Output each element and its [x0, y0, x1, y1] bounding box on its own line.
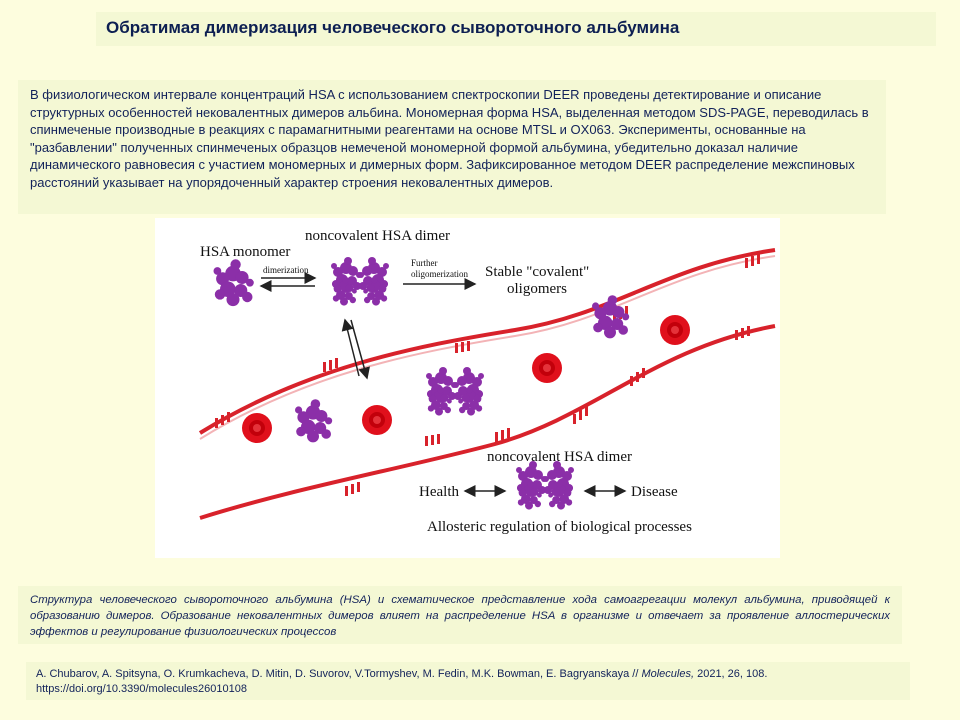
label-allosteric: Allosteric regulation of biological proc… — [427, 519, 692, 535]
page-title: Обратимая димеризация человеческого сыво… — [96, 12, 936, 46]
red-blood-cell-icon — [242, 413, 272, 443]
reference-doi[interactable]: https://doi.org/10.3390/molecules2601010… — [36, 683, 247, 695]
dimer-up-arrow — [341, 318, 360, 377]
reference: A. Chubarov, A. Spitsyna, O. Krumkacheva… — [26, 662, 910, 700]
abstract-text: В физиологическом интервале концентраций… — [18, 80, 886, 214]
schematic-figure: HSA monomer noncovalent HSA dimer dimeri… — [155, 218, 780, 558]
protein-monomer-icon — [295, 399, 333, 443]
protein-dimer-icon — [426, 367, 484, 416]
reference-journal: Molecules, — [641, 668, 695, 680]
reference-details: 2021, 26, 108. — [694, 668, 768, 680]
protein-dimer-icon — [516, 461, 574, 510]
dimer-down-arrow — [350, 319, 370, 380]
label-stable: Stable "covalent" — [485, 264, 589, 280]
label-dimerization: dimerization — [263, 265, 309, 275]
label-monomer: HSA monomer — [200, 244, 290, 260]
label-oligomerization: oligomerization — [411, 269, 468, 279]
label-dimer-top: noncovalent HSA dimer — [305, 228, 450, 244]
label-disease: Disease — [631, 484, 678, 500]
label-dimer-bottom: noncovalent HSA dimer — [487, 449, 632, 465]
reference-authors: A. Chubarov, A. Spitsyna, O. Krumkacheva… — [36, 668, 630, 680]
vessel-wall-lower-icon — [199, 324, 776, 520]
vessel-wall-upper-icon — [198, 248, 776, 440]
red-blood-cell-icon — [362, 405, 392, 435]
reference-separator: // — [629, 668, 642, 680]
label-health: Health — [419, 484, 459, 500]
protein-dimer-icon — [331, 257, 389, 306]
label-oligomers: oligomers — [507, 281, 567, 297]
label-further: Further — [411, 258, 438, 268]
red-blood-cell-icon — [660, 315, 690, 345]
red-blood-cell-icon — [532, 353, 562, 383]
protein-monomer-icon — [592, 295, 630, 339]
figure-caption: Структура человеческого сывороточного ал… — [18, 586, 902, 644]
protein-monomer-icon — [213, 259, 254, 307]
